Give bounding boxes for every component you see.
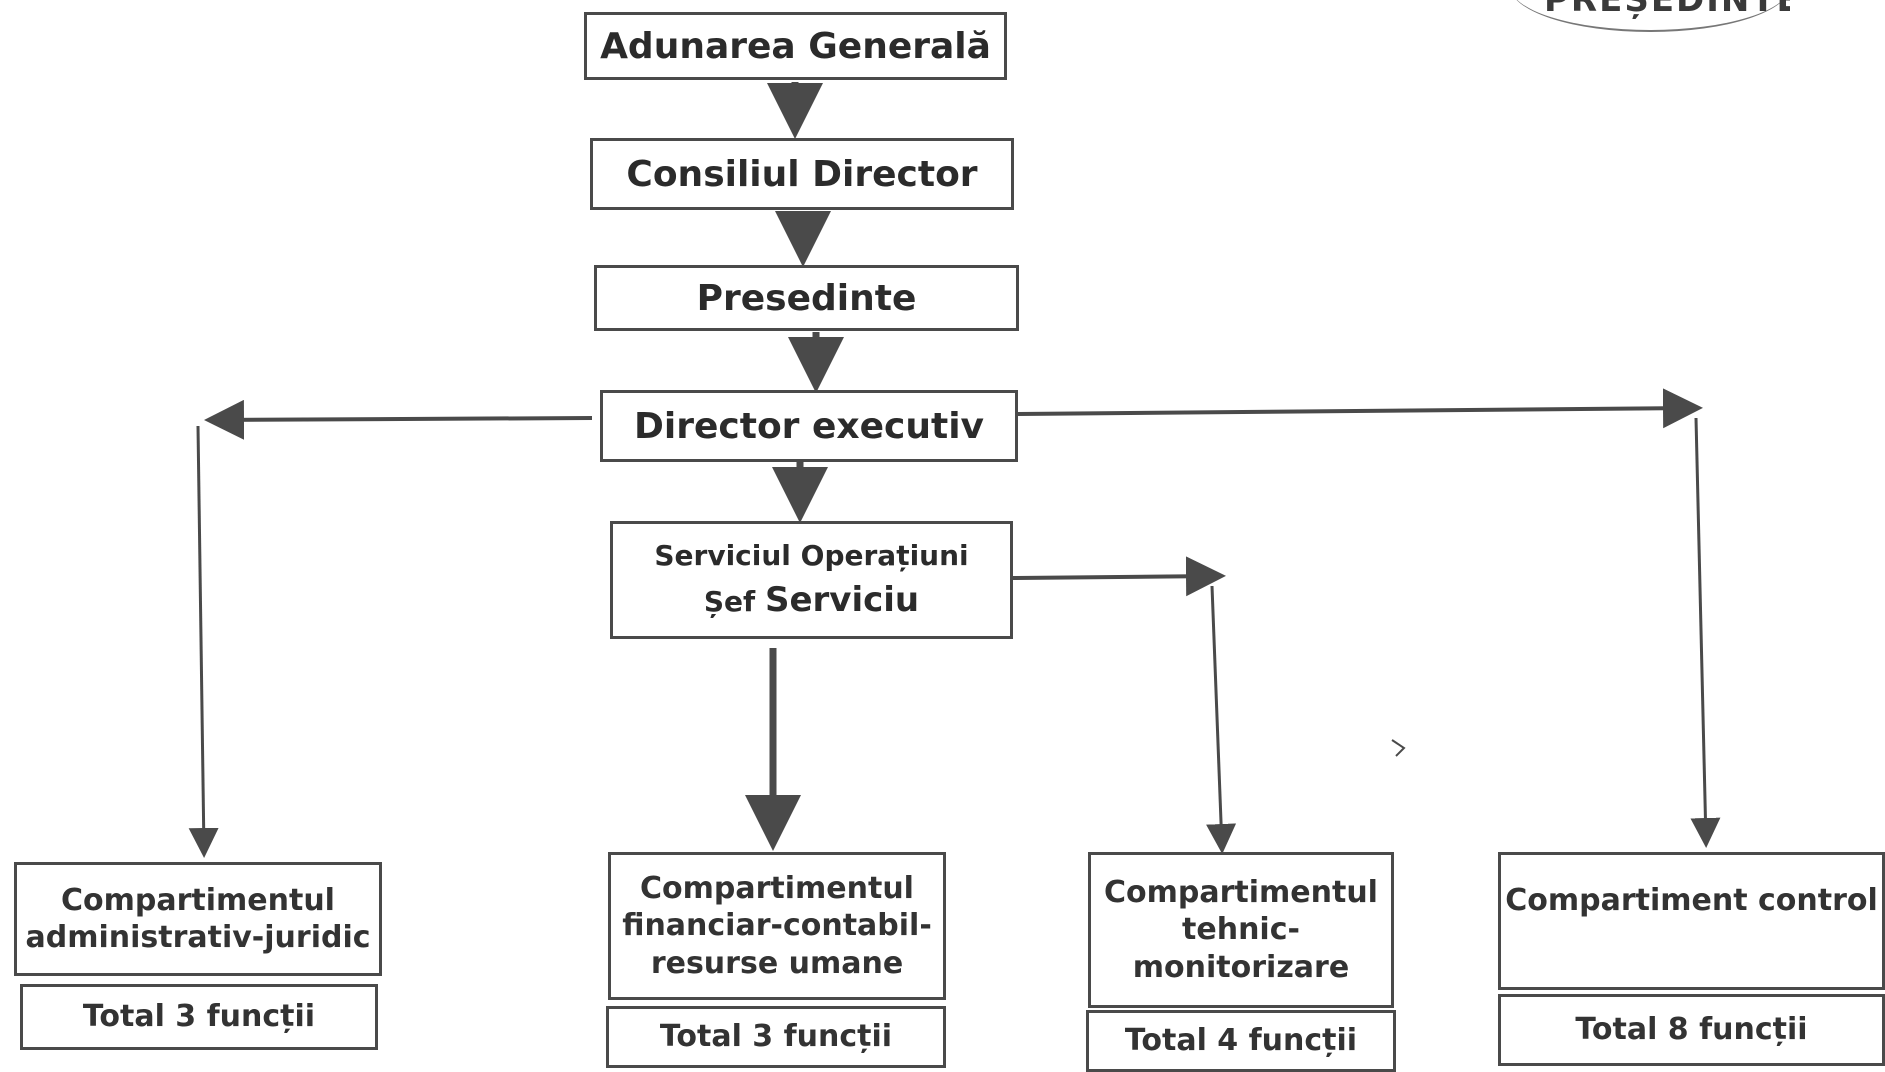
- dept-name-line: Compartimentul: [640, 870, 914, 906]
- node-adunarea-label: Adunarea Generală: [600, 25, 991, 67]
- dept-name-line: Compartimentul: [1104, 874, 1378, 910]
- arrow-director-left: [204, 399, 593, 440]
- stamp: PREȘEDINTE: [1530, 0, 1790, 30]
- node-consiliul-director: Consiliul Director: [590, 138, 1014, 210]
- arrow-director-right: [1017, 388, 1703, 429]
- node-consiliul-label: Consiliul Director: [626, 153, 978, 195]
- stray-mark: [1391, 739, 1406, 757]
- node-adunarea-generala: Adunarea Generală: [584, 12, 1007, 80]
- node-serviciul-line1: Serviciul Operațiuni: [654, 539, 969, 573]
- dept-name-line: financiar-contabil-: [622, 908, 932, 944]
- total-label: Total 8 funcții: [1575, 1012, 1808, 1048]
- arrow-right-down: [1690, 417, 1721, 848]
- node-presedinte: Presedinte: [594, 265, 1019, 331]
- dept-tehnic-monitorizare-total: Total 4 funcții: [1086, 1010, 1396, 1072]
- node-serviciul-line2a: Șef: [703, 585, 765, 619]
- dept-name-line: monitorizare: [1132, 949, 1350, 985]
- total-label: Total 3 funcții: [82, 999, 316, 1035]
- dept-compartiment-control-total: Total 8 funcții: [1498, 994, 1885, 1066]
- total-label: Total 4 funcții: [1124, 1023, 1358, 1059]
- arrow-tehnic-down: [1206, 585, 1237, 854]
- dept-name-line: Compartimentul: [61, 882, 335, 918]
- dept-compartiment-control: Compartiment control: [1498, 852, 1885, 990]
- node-serviciul-line2b: Serviciu: [764, 580, 920, 621]
- node-presedinte-label: Presedinte: [696, 277, 917, 319]
- arrow-serviciul-right: [1011, 556, 1226, 597]
- dept-name-line: Compartiment control: [1505, 883, 1878, 919]
- node-director-label: Director executiv: [634, 405, 984, 447]
- dept-administrativ-juridic-total: Total 3 funcții: [20, 984, 378, 1050]
- dept-name-line: administrativ-juridic: [25, 920, 371, 955]
- node-serviciul-operatiuni: Serviciul Operațiuni Șef Serviciu: [610, 521, 1013, 639]
- total-label: Total 3 funcții: [659, 1019, 893, 1055]
- arrow-left-down: [188, 425, 219, 858]
- node-director-executiv: Director executiv: [600, 390, 1018, 462]
- stamp-arc: [1510, 0, 1790, 32]
- dept-financiar-contabil-total: Total 3 funcții: [606, 1006, 946, 1068]
- stamp-text: PREȘEDINTE: [1544, 0, 1790, 20]
- dept-name-line: tehnic-: [1182, 912, 1300, 948]
- dept-name-line: resurse umane: [650, 945, 904, 981]
